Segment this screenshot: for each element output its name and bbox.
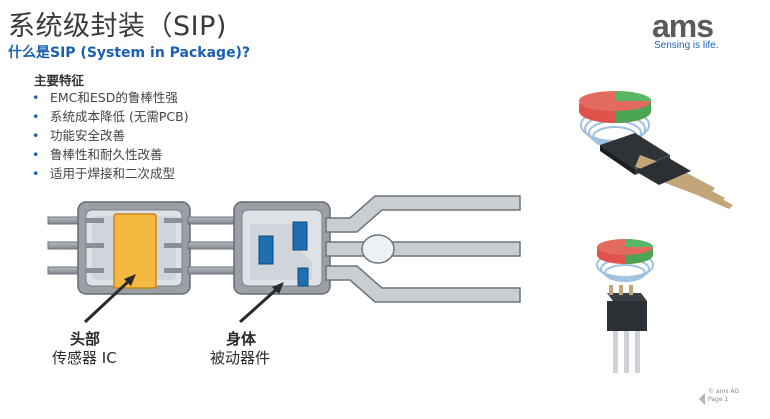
bullet-icon: • [32,166,40,181]
logo-tagline: Sensing is life. [654,40,719,51]
head-label: 头部 [70,330,101,348]
head-sublabel: 传感器 IC [52,349,117,367]
magnet-package-illustration-2 [596,239,654,373]
features-list: •EMC和ESD的鲁棒性强 •系统成本降低 (无需PCB) •功能安全改善 •鲁… [30,88,189,183]
sensor-ic-chip [113,213,157,289]
passive-component [292,221,308,251]
callout-arrows [83,274,284,324]
slide-footer: © ams AG Page 1 [708,388,739,404]
passive-component [297,267,309,287]
list-item: •EMC和ESD的鲁棒性强 [32,90,178,105]
bullet-icon: • [32,109,40,124]
previous-slide-icon[interactable] [698,392,706,406]
list-item: •功能安全改善 [32,128,126,143]
footer-page: Page 1 [708,396,729,403]
bullet-icon: • [32,128,40,143]
list-item: •系统成本降低 (无需PCB) [32,109,189,124]
magnet-icon [579,91,651,123]
sensor-package-icon [607,285,647,373]
middle-leads [187,216,239,275]
sip-package-diagram [47,195,521,324]
features-heading: 主要特征 [34,73,85,88]
magnet-icon [597,239,653,264]
ams-logo: ams Sensing is life. [652,10,752,58]
output-leads [325,195,521,303]
bullet-icon: • [32,147,40,162]
slide-subtitle: 什么是SIP (System in Package)? [8,45,251,61]
logo-wordmark: ams [652,8,714,44]
footer-company: © ams AG [708,388,740,395]
slide-title: 系统级封装（SIP) [8,11,227,42]
sensor-package-icon [600,133,733,209]
head-package [77,201,191,295]
body-sublabel: 被动器件 [210,349,271,367]
body-label: 身体 [226,330,257,348]
magnet-package-illustration-1 [579,91,733,209]
body-package [233,201,331,295]
passive-component [258,235,274,265]
bullet-icon: • [32,90,40,105]
list-item: •鲁棒性和耐久性改善 [32,147,163,162]
list-item: •适用于焊接和二次成型 [32,166,176,181]
